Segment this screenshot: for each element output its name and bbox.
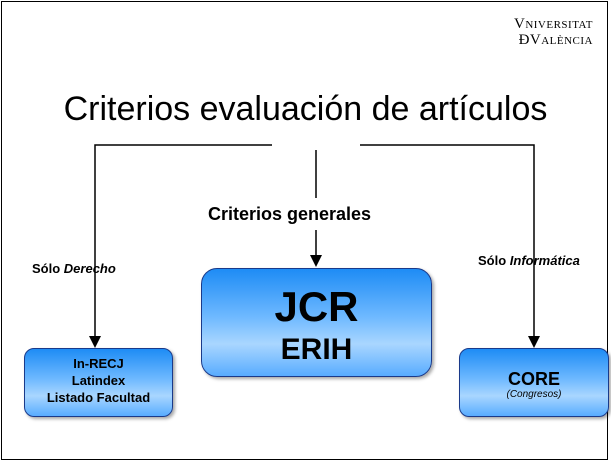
slide-title: Criterios evaluación de artículos (63, 90, 548, 128)
label-solo-derecho: Sólo Derecho (32, 261, 116, 276)
box-left-line-2: Latindex (71, 373, 126, 388)
box-left-line-1: In-RECJ (73, 356, 124, 371)
box-core: CORE (Congresos) (459, 348, 609, 417)
logo-line-1: Vniversitat (513, 16, 593, 32)
box-derecho-sources: In-RECJ Latindex Listado Facultad (24, 348, 173, 417)
logo-line-2: ÐValència (518, 32, 593, 48)
label-derecho-term: Derecho (63, 261, 116, 276)
university-logo: Vniversitat ÐValència (514, 16, 593, 48)
label-informatica-prefix: Sólo (478, 253, 507, 268)
box-jcr-erih: JCR ERIH (201, 268, 432, 377)
label-criterios-generales: Criterios generales (208, 204, 372, 224)
label-solo-informatica: Sólo Informática (478, 253, 580, 268)
box-left-line-3: Listado Facultad (46, 390, 151, 405)
label-derecho-prefix: Sólo (32, 261, 61, 276)
box-right-line-2: (Congresos) (506, 389, 562, 400)
box-right-line-1: CORE (507, 369, 560, 389)
left-connector (89, 144, 272, 348)
right-connector (360, 144, 540, 348)
box-main-line-2: ERIH (280, 333, 353, 366)
label-informatica-term: Informática (509, 253, 580, 268)
box-main-line-1: JCR (274, 283, 359, 330)
